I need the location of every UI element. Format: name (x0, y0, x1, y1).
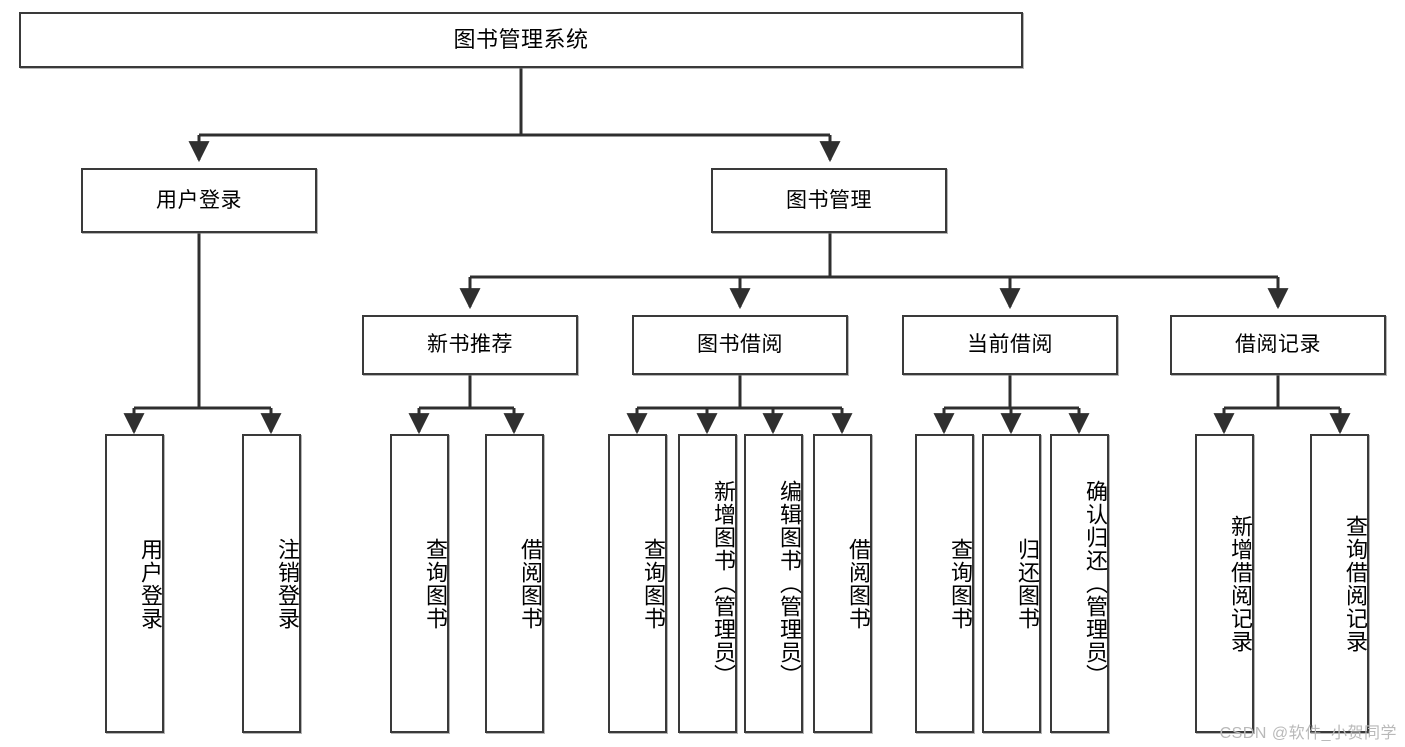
node-label: 借阅图书 (518, 537, 543, 630)
node-label: 借阅图书 (846, 537, 871, 630)
node-new-book-recommend[interactable]: 新书推荐 (362, 315, 578, 375)
node-label: 查询借阅记录 (1343, 514, 1368, 653)
node-label: 用户登录 (138, 537, 163, 630)
node-label: 查询图书 (948, 537, 973, 630)
leaf-user-login-login[interactable]: 用户登录 (105, 434, 164, 733)
leaf-book-borrow-borrow-book[interactable]: 借阅图书 (813, 434, 872, 733)
node-book-borrow[interactable]: 图书借阅 (632, 315, 848, 375)
leaf-new-book-query-book[interactable]: 查询图书 (390, 434, 449, 733)
leaf-current-borrow-confirm-return-admin[interactable]: 确认归还（管理员） (1050, 434, 1109, 733)
leaf-book-borrow-add-book-admin[interactable]: 新增图书（管理员） (678, 434, 737, 733)
node-root-book-management-system[interactable]: 图书管理系统 (19, 12, 1023, 68)
leaf-book-borrow-query-book[interactable]: 查询图书 (608, 434, 667, 733)
node-user-login[interactable]: 用户登录 (81, 168, 317, 233)
node-label: 确认归还（管理员） (1083, 480, 1108, 687)
node-label: 图书管理 (786, 188, 872, 212)
leaf-current-borrow-return-book[interactable]: 归还图书 (982, 434, 1041, 733)
node-label: 图书借阅 (697, 333, 783, 357)
node-label: 当前借阅 (967, 333, 1053, 357)
node-label: 注销登录 (275, 537, 300, 630)
leaf-borrow-record-query-record[interactable]: 查询借阅记录 (1310, 434, 1369, 733)
node-label: 用户登录 (156, 188, 242, 212)
node-label: 新书推荐 (427, 333, 513, 357)
node-borrow-record[interactable]: 借阅记录 (1170, 315, 1386, 375)
leaf-new-book-borrow-book[interactable]: 借阅图书 (485, 434, 544, 733)
node-label: 归还图书 (1015, 537, 1040, 630)
node-label: 编辑图书（管理员） (777, 480, 802, 687)
node-label: 图书管理系统 (453, 26, 589, 52)
leaf-current-borrow-query-book[interactable]: 查询图书 (915, 434, 974, 733)
leaf-book-borrow-edit-book-admin[interactable]: 编辑图书（管理员） (744, 434, 803, 733)
node-current-borrow[interactable]: 当前借阅 (902, 315, 1118, 375)
leaf-borrow-record-add-record[interactable]: 新增借阅记录 (1195, 434, 1254, 733)
node-label: 新增图书（管理员） (711, 480, 736, 687)
node-label: 查询图书 (641, 537, 666, 630)
node-label: 新增借阅记录 (1228, 514, 1253, 653)
node-label: 借阅记录 (1235, 333, 1321, 357)
node-book-management[interactable]: 图书管理 (711, 168, 947, 233)
leaf-user-login-logout[interactable]: 注销登录 (242, 434, 301, 733)
node-label: 查询图书 (423, 537, 448, 630)
